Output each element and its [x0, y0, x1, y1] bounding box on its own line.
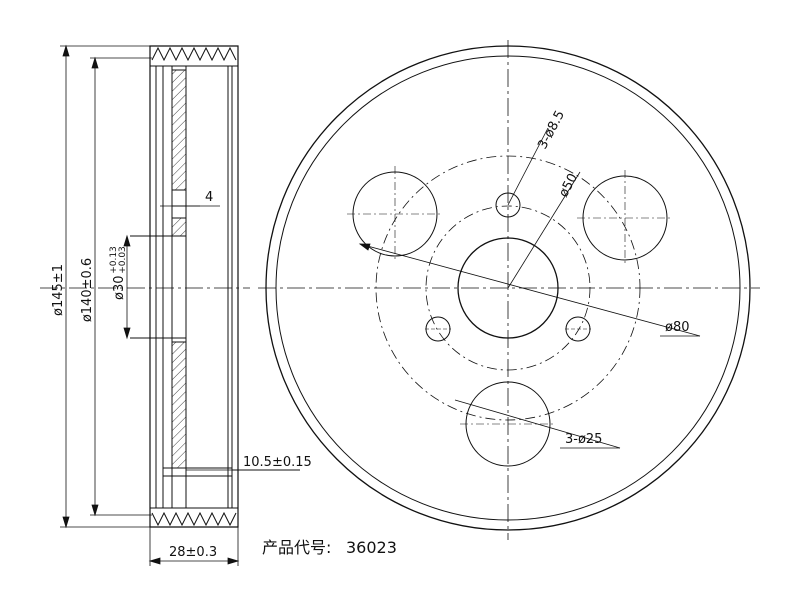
web-section-top	[171, 69, 187, 191]
leader-pitch-circle	[359, 243, 701, 337]
leader-large-holes	[454, 399, 621, 449]
arrow-head	[148, 557, 161, 565]
dim-bore-tol-lower: +0.03	[118, 246, 128, 274]
arrow-head	[91, 504, 99, 517]
dim-width: 28±0.3	[169, 545, 217, 560]
dim-bore-diameter: ø30	[112, 276, 127, 301]
bottom-groove-profile	[151, 511, 237, 527]
dim-pitch-circle: ø80	[665, 320, 690, 335]
dim-bore-tol-upper: +0.13	[109, 246, 119, 274]
arrow-head	[91, 56, 99, 69]
dim-outer-diameter: ø145±1	[51, 264, 66, 316]
arrow-head	[358, 243, 371, 251]
dim-large-holes: 3-ø25	[565, 432, 602, 447]
side-view	[130, 45, 300, 528]
arrow-head	[62, 516, 70, 529]
leader-bolt-circle	[507, 171, 581, 289]
arrow-head	[62, 44, 70, 57]
caption-code: 36023	[346, 538, 397, 557]
dim-keyway: 4	[205, 190, 213, 205]
caption-label: 产品代号:	[262, 538, 331, 557]
dim-small-holes: 3-ø8.5	[535, 108, 568, 152]
side-view-dimensions	[60, 44, 240, 566]
web-section-mid	[171, 217, 187, 237]
dim-groove-diameter: ø140±0.6	[80, 258, 95, 322]
top-groove-profile	[151, 46, 237, 62]
leader-small-holes	[507, 127, 549, 206]
arrow-head	[123, 327, 131, 340]
web-section-bottom	[171, 341, 187, 469]
dim-hub-offset: 10.5±0.15	[243, 455, 312, 470]
arrow-head	[123, 234, 131, 247]
arrow-head	[227, 557, 240, 565]
front-view	[40, 40, 760, 540]
front-view-dimensions	[358, 127, 701, 449]
